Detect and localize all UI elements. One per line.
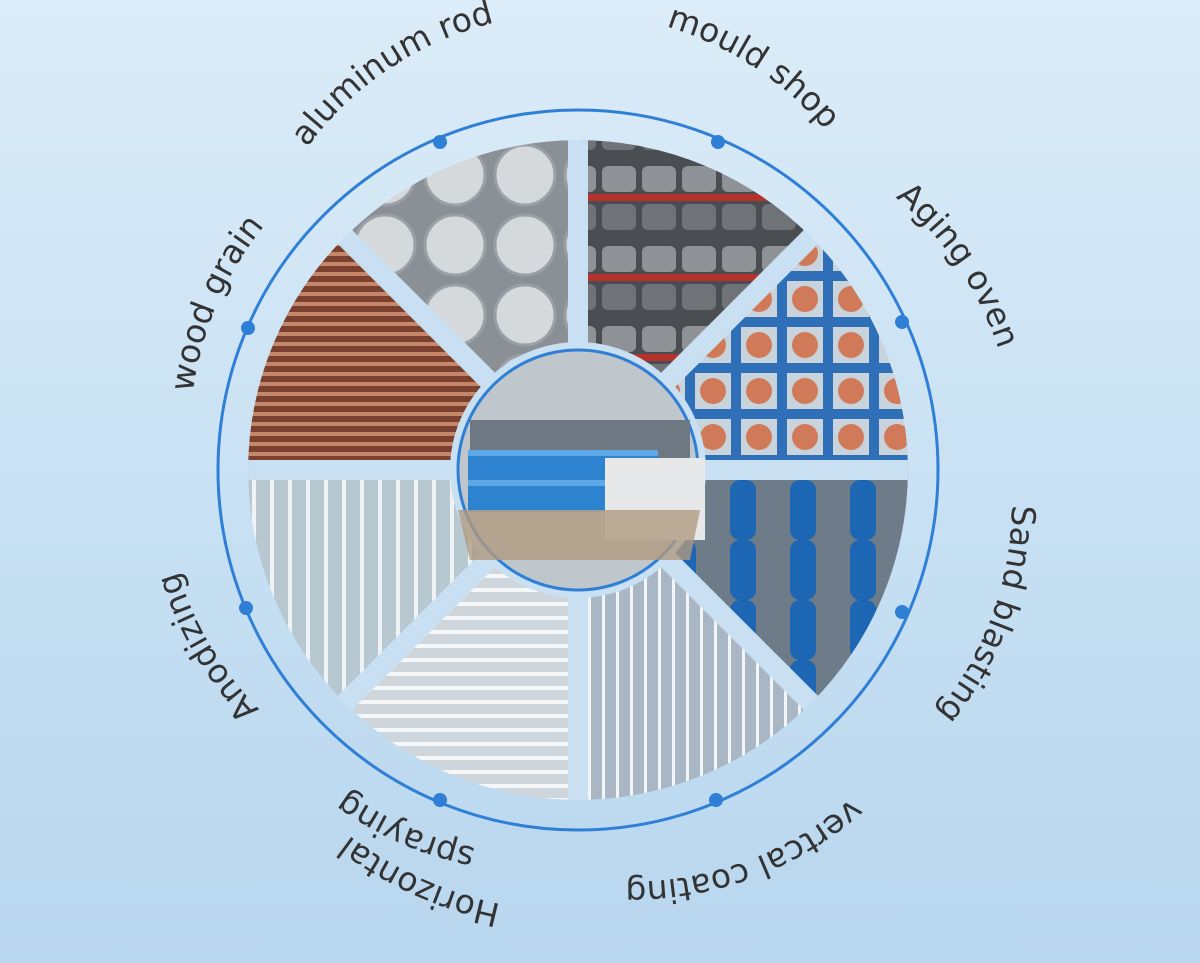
dot-mould-shop [711, 135, 725, 149]
center-image [456, 348, 705, 592]
dot-aging-oven [895, 315, 909, 329]
label-sand-blasting: Sand blasting [930, 505, 1043, 732]
label-vertical-coating: vertcal coating [625, 792, 872, 913]
dot-vertical-coating [709, 793, 723, 807]
dot-horizontal-spraying [433, 793, 447, 807]
dot-wood-grain [241, 321, 255, 335]
label-anodizing: Anodizing [148, 569, 265, 731]
dot-anodizing [239, 601, 253, 615]
dot-aluminum-rod [433, 135, 447, 149]
label-aging-oven: Aging oven [890, 174, 1028, 352]
outer-ring [216, 108, 940, 832]
label-wood-grain: wood grain [162, 207, 271, 394]
label-mould-shop: mould shop [663, 0, 848, 136]
ring-dots [239, 135, 909, 807]
dot-sand-blasting [895, 605, 909, 619]
